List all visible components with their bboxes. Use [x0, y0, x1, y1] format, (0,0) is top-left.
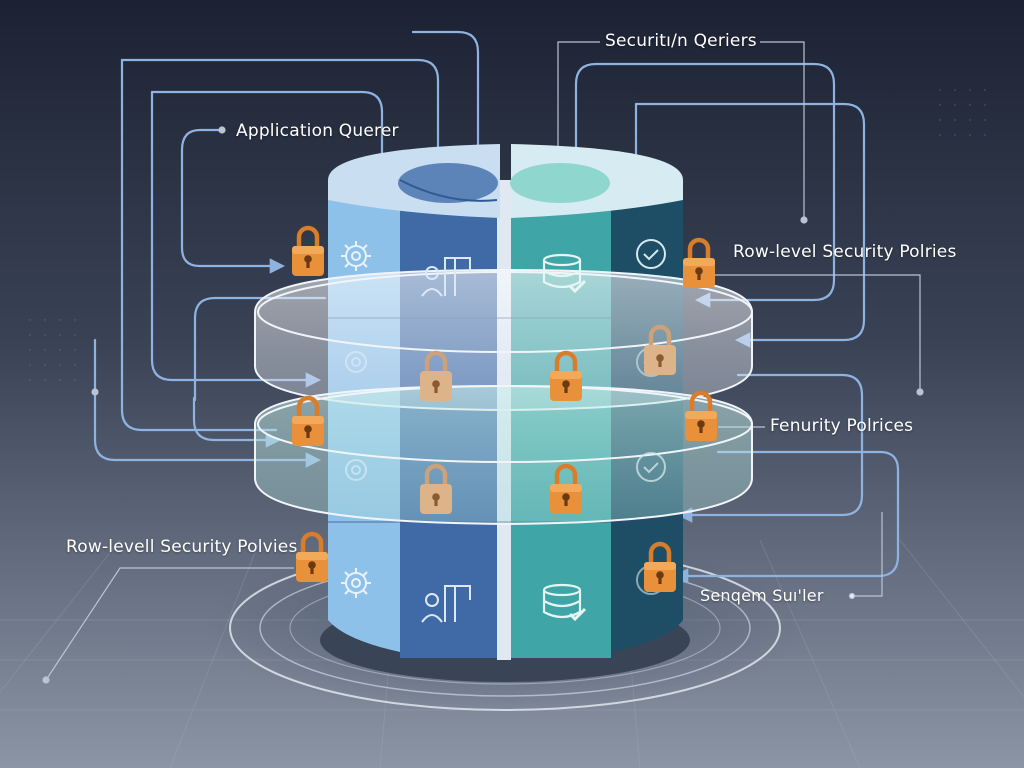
dot-grid-left — [29, 319, 76, 381]
gear-icon — [341, 241, 371, 271]
gear-icon — [341, 568, 371, 598]
database-check-icon — [542, 583, 587, 622]
label-row-level-policies-left: Row-levell Security Polvies — [66, 537, 298, 557]
database-check-icon — [542, 253, 587, 294]
policy-ring-lower — [254, 384, 753, 526]
check-circle-icon — [636, 239, 666, 269]
label-security-policies: Fenurity Polrices — [770, 416, 914, 436]
user-doorway-icon — [421, 257, 471, 297]
label-security-queries: Securitı/n Qeriers — [605, 31, 757, 51]
padlock-icon — [296, 534, 328, 582]
gear-icon — [345, 351, 367, 373]
padlock-icon — [292, 228, 324, 276]
user-doorway-icon — [421, 585, 471, 623]
label-general-server: Senqem Suı'ler — [700, 586, 824, 605]
gear-icon — [345, 459, 367, 481]
connector-lines — [93, 30, 900, 584]
padlock-icon — [683, 240, 715, 288]
label-row-level-policies-right: Row-level Security Polries — [733, 242, 957, 262]
dot-grid-right — [939, 89, 986, 136]
label-application-queries: Application Querer — [236, 121, 399, 141]
check-circle-icon — [636, 452, 666, 482]
